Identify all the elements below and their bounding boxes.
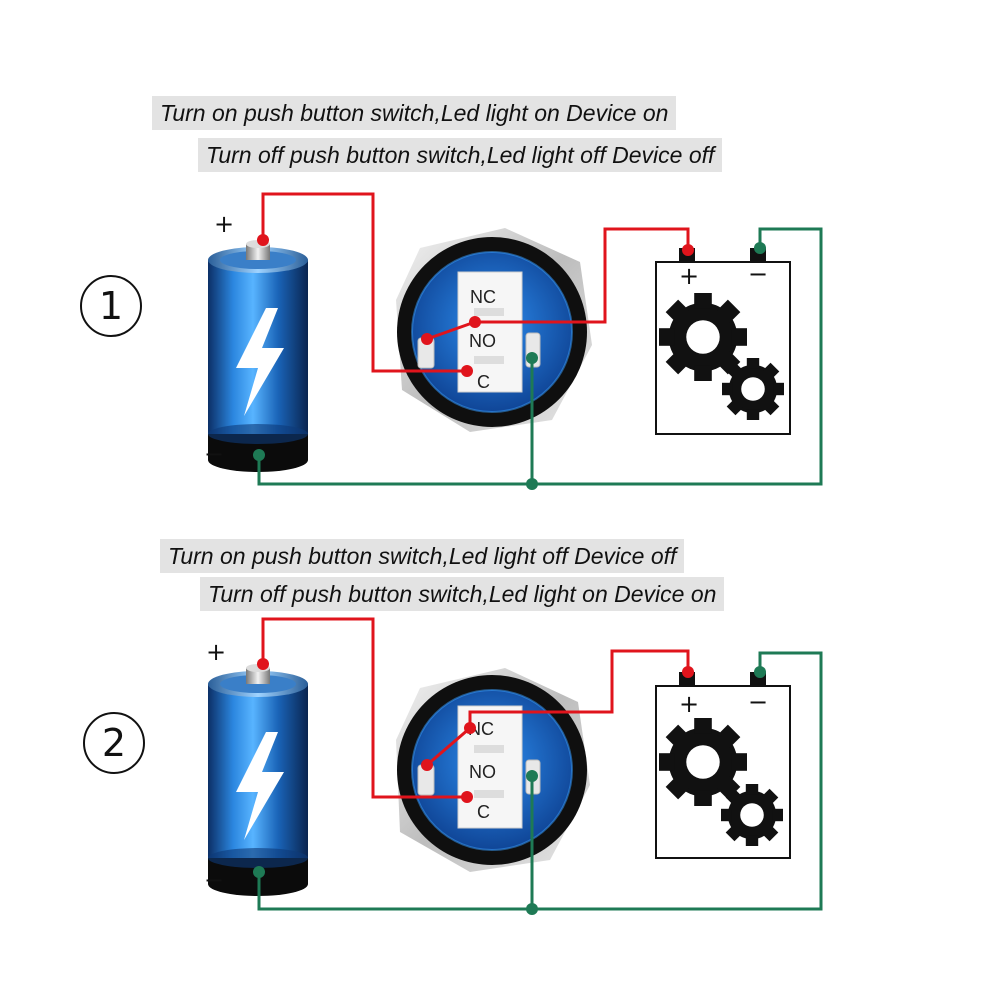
switch-2-nc-label: NC — [468, 719, 494, 739]
positive-wires-1 — [261, 192, 690, 373]
diagram-1-number: 1 — [80, 275, 142, 337]
negative-wires-2 — [257, 651, 823, 911]
diagram-2-caption-line2: Turn off push button switch,Led light on… — [200, 577, 725, 611]
push-button-switch-2: NC NO C — [396, 668, 590, 872]
switch-2-no-label: NO — [469, 762, 496, 782]
diagram-1: + − NC NO C + − — [204, 192, 823, 490]
battery-1-plus-label: + — [214, 210, 234, 238]
battery-1 — [208, 240, 308, 472]
battery-2-plus-label: + — [206, 638, 226, 666]
switch-2-c-label: C — [477, 802, 490, 822]
small-gear-icon — [722, 358, 784, 420]
diagram-2-caption-line1: Turn on push button switch,Led light off… — [160, 539, 685, 573]
diagram-1-caption-line2: Turn off push button switch,Led light of… — [198, 138, 723, 172]
device-1: + − — [655, 248, 791, 435]
battery-1-minus-label: − — [204, 440, 224, 468]
small-gear-icon — [721, 784, 783, 846]
push-button-switch-1: NC NO C — [396, 228, 592, 432]
device-1-minus-label: − — [748, 260, 768, 288]
device-2-minus-label: − — [748, 688, 768, 716]
device-2-plus-label: + — [679, 690, 699, 718]
diagram-2: + − NC NO C + − — [204, 617, 823, 915]
battery-2 — [208, 664, 308, 896]
switch-1-nc-label: NC — [470, 287, 496, 307]
battery-2-minus-label: − — [204, 866, 224, 894]
switch-1-c-label: C — [477, 372, 490, 392]
switch-1-no-label: NO — [469, 331, 496, 351]
diagram-2-number: 2 — [83, 712, 145, 774]
diagram-1-caption-line1: Turn on push button switch,Led light on … — [152, 96, 677, 130]
device-2: + − — [655, 672, 791, 859]
device-1-plus-label: + — [679, 262, 699, 290]
negative-wires-1 — [257, 227, 823, 486]
